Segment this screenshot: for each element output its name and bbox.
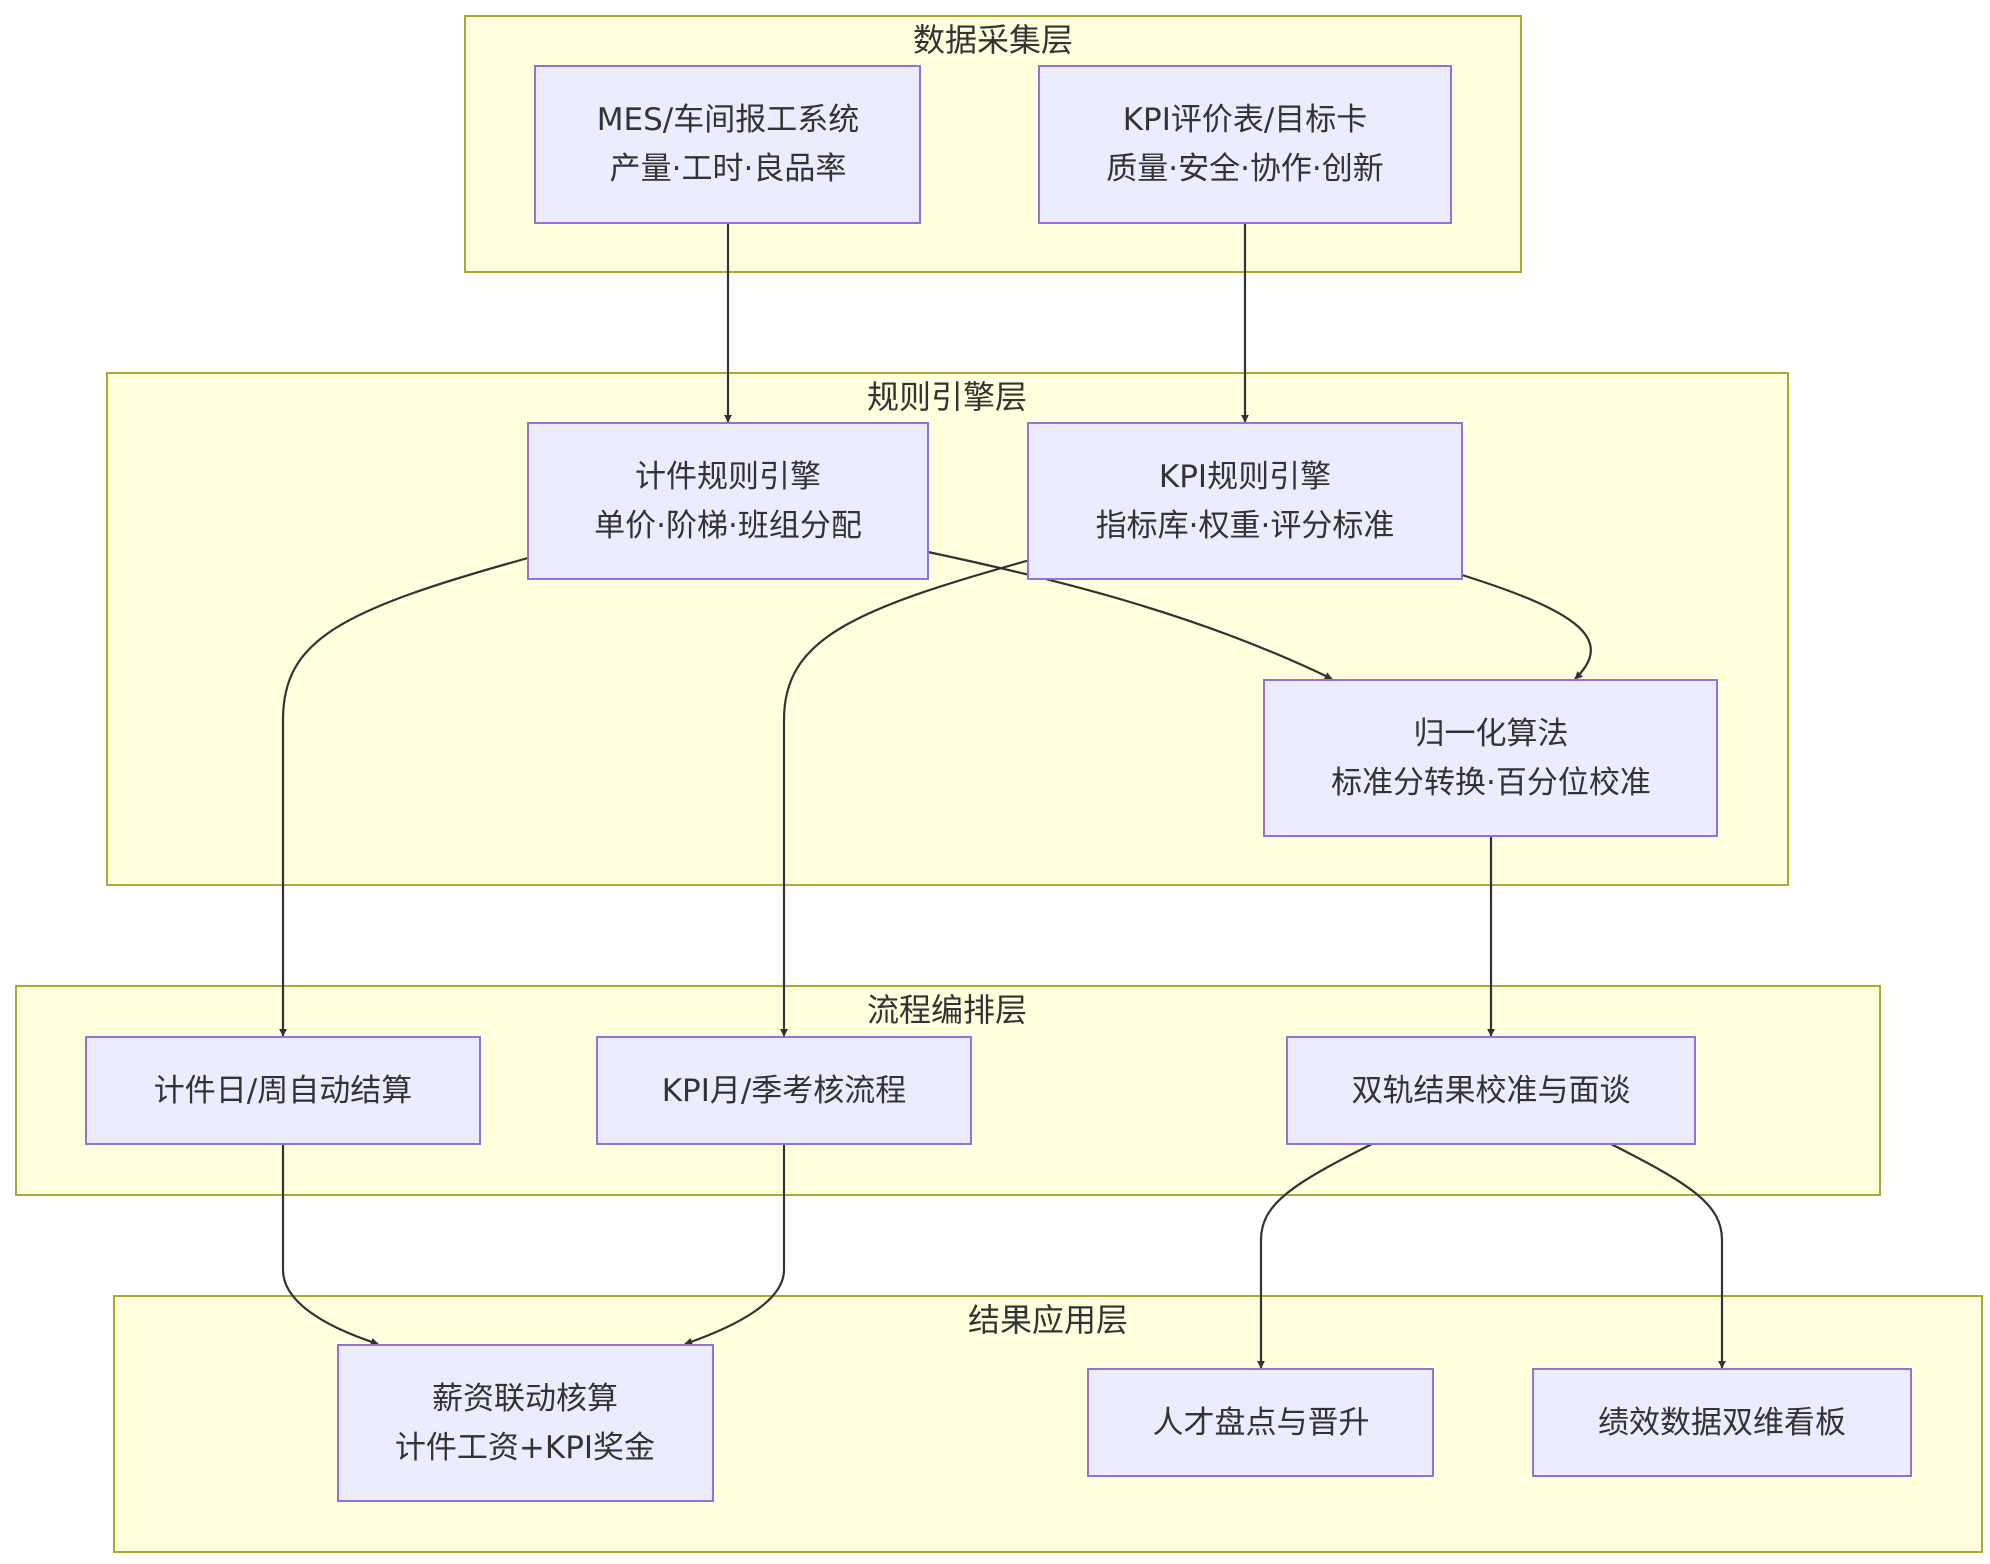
layer-title-rule-engine: 规则引擎层 xyxy=(867,378,1027,416)
node-kpi-process-title: KPI月/季考核流程 xyxy=(662,1073,907,1109)
edge-kpi-engine-to-normalize xyxy=(1461,573,1592,680)
node-kpi-rule-engine-title: KPI规则引擎 xyxy=(1159,459,1331,495)
node-piece-rule-engine[interactable]: 计件规则引擎 单价·阶梯·班组分配 xyxy=(527,422,929,580)
edge-calibrate-to-talent xyxy=(1257,1143,1373,1369)
node-payroll-calculation-detail: 计件工资+KPI奖金 xyxy=(395,1430,655,1466)
node-mes-system[interactable]: MES/车间报工系统 产量·工时·良品率 xyxy=(534,65,921,224)
node-kpi-card-title: KPI评价表/目标卡 xyxy=(1123,102,1368,138)
layer-title-result-application: 结果应用层 xyxy=(968,1301,1128,1339)
node-kpi-process[interactable]: KPI月/季考核流程 xyxy=(596,1036,972,1145)
node-dual-calibration-title: 双轨结果校准与面谈 xyxy=(1352,1073,1631,1109)
node-kpi-card[interactable]: KPI评价表/目标卡 质量·安全·协作·创新 xyxy=(1038,65,1452,224)
node-piece-settlement-title: 计件日/周自动结算 xyxy=(154,1073,412,1109)
edge-piece-settle-to-payroll xyxy=(281,1144,379,1346)
edge-piece-engine-to-normalize xyxy=(927,550,1333,680)
node-performance-dashboard[interactable]: 绩效数据双维看板 xyxy=(1532,1368,1912,1477)
node-kpi-rule-engine-detail: 指标库·权重·评分标准 xyxy=(1096,508,1395,544)
layer-title-data-collection: 数据采集层 xyxy=(913,21,1073,59)
edge-calibrate-to-dashboard xyxy=(1610,1143,1726,1369)
edge-kpi-engine-to-kpi-process xyxy=(780,558,1031,1037)
node-payroll-calculation-title: 薪资联动核算 xyxy=(432,1381,618,1417)
node-piece-settlement[interactable]: 计件日/周自动结算 xyxy=(85,1036,481,1145)
node-talent-review[interactable]: 人才盘点与晋升 xyxy=(1087,1368,1434,1477)
node-kpi-rule-engine[interactable]: KPI规则引擎 指标库·权重·评分标准 xyxy=(1027,422,1463,580)
node-dual-calibration[interactable]: 双轨结果校准与面谈 xyxy=(1286,1036,1696,1145)
node-payroll-calculation[interactable]: 薪资联动核算 计件工资+KPI奖金 xyxy=(337,1344,714,1502)
node-mes-system-detail: 产量·工时·良品率 xyxy=(610,151,847,187)
node-kpi-card-detail: 质量·安全·协作·创新 xyxy=(1106,151,1384,187)
node-normalization-algorithm[interactable]: 归一化算法 标准分转换·百分位校准 xyxy=(1263,679,1718,837)
node-performance-dashboard-title: 绩效数据双维看板 xyxy=(1598,1405,1846,1441)
node-mes-system-title: MES/车间报工系统 xyxy=(597,102,859,138)
layer-title-process-orchestration: 流程编排层 xyxy=(867,991,1027,1029)
edge-kpi-process-to-payroll xyxy=(684,1144,786,1346)
node-piece-rule-engine-title: 计件规则引擎 xyxy=(635,459,821,495)
node-talent-review-title: 人才盘点与晋升 xyxy=(1153,1405,1370,1441)
edges xyxy=(279,223,1726,1369)
node-piece-rule-engine-detail: 单价·阶梯·班组分配 xyxy=(594,508,862,544)
node-normalization-algorithm-detail: 标准分转换·百分位校准 xyxy=(1331,765,1651,801)
node-normalization-algorithm-title: 归一化算法 xyxy=(1414,716,1569,752)
edge-piece-engine-to-piece-settle xyxy=(279,556,529,1037)
